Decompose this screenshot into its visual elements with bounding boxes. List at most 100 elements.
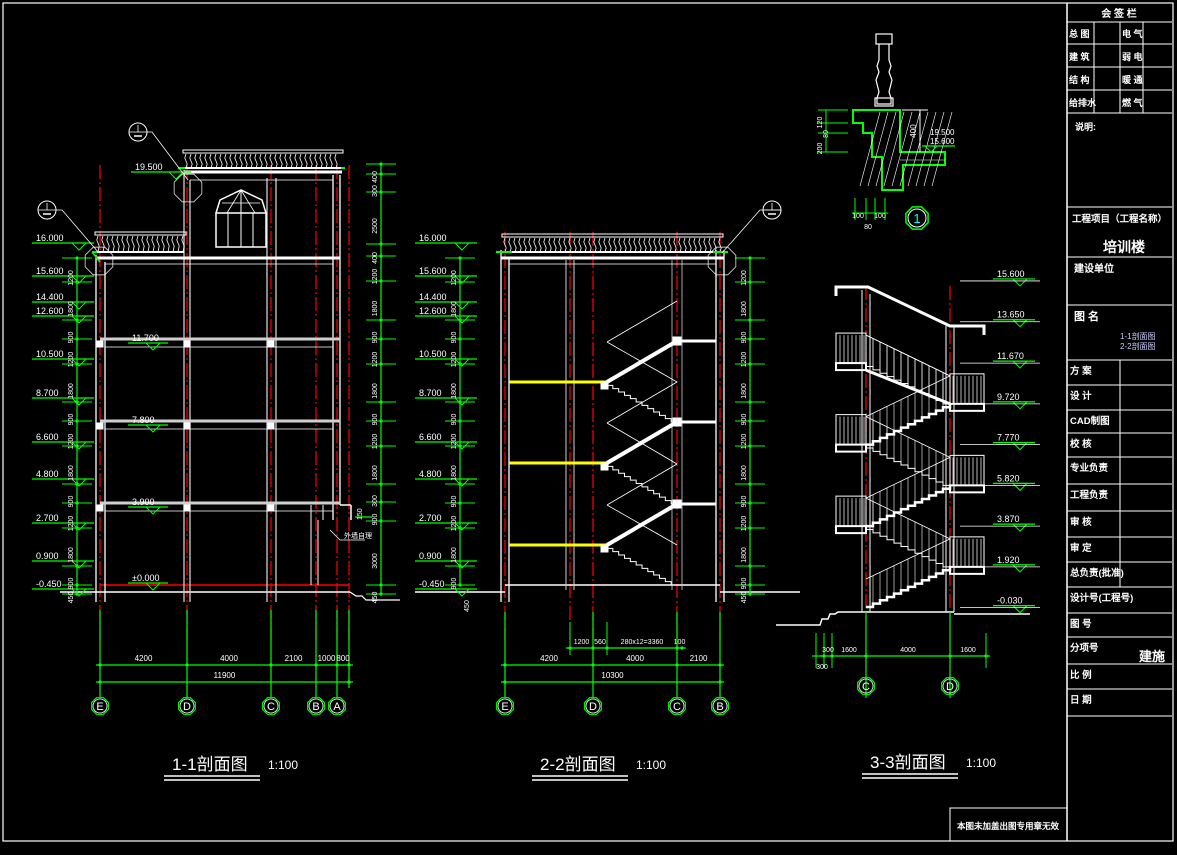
dimension-tick [458,362,462,366]
beam [96,340,104,348]
elevation-triangle-icon [70,522,88,531]
dimension-label: 1800 [68,383,75,399]
dimension-tick [75,501,79,505]
dimension-label: 800 [336,654,350,663]
title-row-label: 工程负责 [1070,489,1109,501]
drawing-name-label: 图 名 [1074,309,1099,323]
title-row-label: 日 期 [1070,694,1092,706]
axis-label: B [312,701,319,713]
roof-outline [834,285,986,335]
dimension-tick [503,680,507,684]
baluster [264,153,268,169]
elevation-triangle-icon [453,242,471,251]
leader-line [329,529,365,541]
dimension-tick [748,526,752,530]
baluster [106,235,110,253]
baluster [274,153,278,169]
elevation-triangle-icon [453,588,471,597]
cornice [91,251,101,263]
stair-landing [949,565,985,575]
dimension-label: 900 [741,332,748,344]
dimension-label: 900 [741,578,748,590]
dimension-label: 450 [741,592,748,604]
dimension-tick [379,242,383,246]
baluster [668,237,672,253]
axis-bubble [584,697,602,715]
stair-steps [606,463,677,505]
dimension-tick [379,519,383,523]
dimension-label: 4000 [626,654,644,663]
beam [267,504,275,512]
hatch-line [867,111,889,187]
stair-handrail [865,334,951,377]
beam [96,504,104,512]
baluster [508,237,512,253]
elevation-triangle-icon [144,342,162,351]
baluster [121,235,125,253]
dimension-tick [379,444,383,448]
dimension-label: 1200 [741,434,748,450]
dimension-tick [948,654,952,658]
signature-role: 结 构 [1069,74,1090,85]
dimension-label: 900 [372,414,379,426]
drawing-name: 1-1剖面图 [1120,331,1156,341]
stair-flight [605,502,679,547]
dimension-label: 11900 [214,671,236,680]
baluster [279,153,283,169]
section-title: 1-1剖面图 [172,755,248,774]
dimension-tick [864,654,868,658]
stair-flight [605,420,679,465]
elevation-label: 3.900 [132,497,155,507]
baluster [698,237,702,253]
elevation-triangle-icon [1011,278,1029,287]
elevation-label: -0.450 [36,579,62,589]
elevation-label: 4.800 [419,469,442,479]
dimension-label: 1800 [372,383,379,399]
elevation-label: 16.000 [419,233,447,243]
elevation-triangle-icon [70,242,88,251]
dimension-label: 450 [372,592,379,604]
baluster [101,235,105,253]
elevation-triangle-icon [167,171,185,180]
elevation-label: -0.030 [997,596,1023,606]
elevation-label: 2.700 [36,513,59,523]
dimension-label: 1800 [741,383,748,399]
baluster [194,153,198,169]
baluster [588,237,592,253]
title-row-label: 方 案 [1070,365,1092,377]
balustrade-top-rail [182,149,344,154]
axis-bubble-circle [585,698,601,714]
dimension-label: 400 [372,252,379,264]
elevation-label: 14.400 [36,292,64,302]
baluster [623,237,627,253]
elevation-label: 11.670 [997,351,1024,361]
dimension-tick [748,256,752,260]
dimension-tick [748,337,752,341]
baluster [141,235,145,253]
landing-railing [949,454,985,486]
dimension-label: 3000 [372,553,379,569]
baluster [214,153,218,169]
dimension-tick [458,337,462,341]
title-block: 会 签 栏总 图电 气建 筑弱 电结 构暖 通给排水燃 气说明:工程项目（工程名… [1067,7,1172,717]
elevation-label: 6.600 [36,432,59,442]
elevation-label: 9.720 [997,392,1020,402]
beam [267,340,275,348]
dimension-label: 1800 [68,547,75,563]
title-row-label: 校 核 [1070,438,1092,450]
dimension-label: 1000 [318,654,336,663]
dimension-tick [718,663,722,667]
axis-bubble [178,697,196,715]
baluster [683,237,687,253]
baluster [269,153,273,169]
dimension-label: 1200 [372,352,379,368]
baluster [254,153,258,169]
dimension-label: 1200 [451,270,458,286]
drawing-frame: 本图未加盖出图专用章无效 [2,2,1174,842]
baluster [523,237,527,253]
elevation-triangle-icon [923,145,939,153]
dimension-tick [75,419,79,423]
hatch-line [875,111,897,187]
dimension-tick [379,254,383,258]
